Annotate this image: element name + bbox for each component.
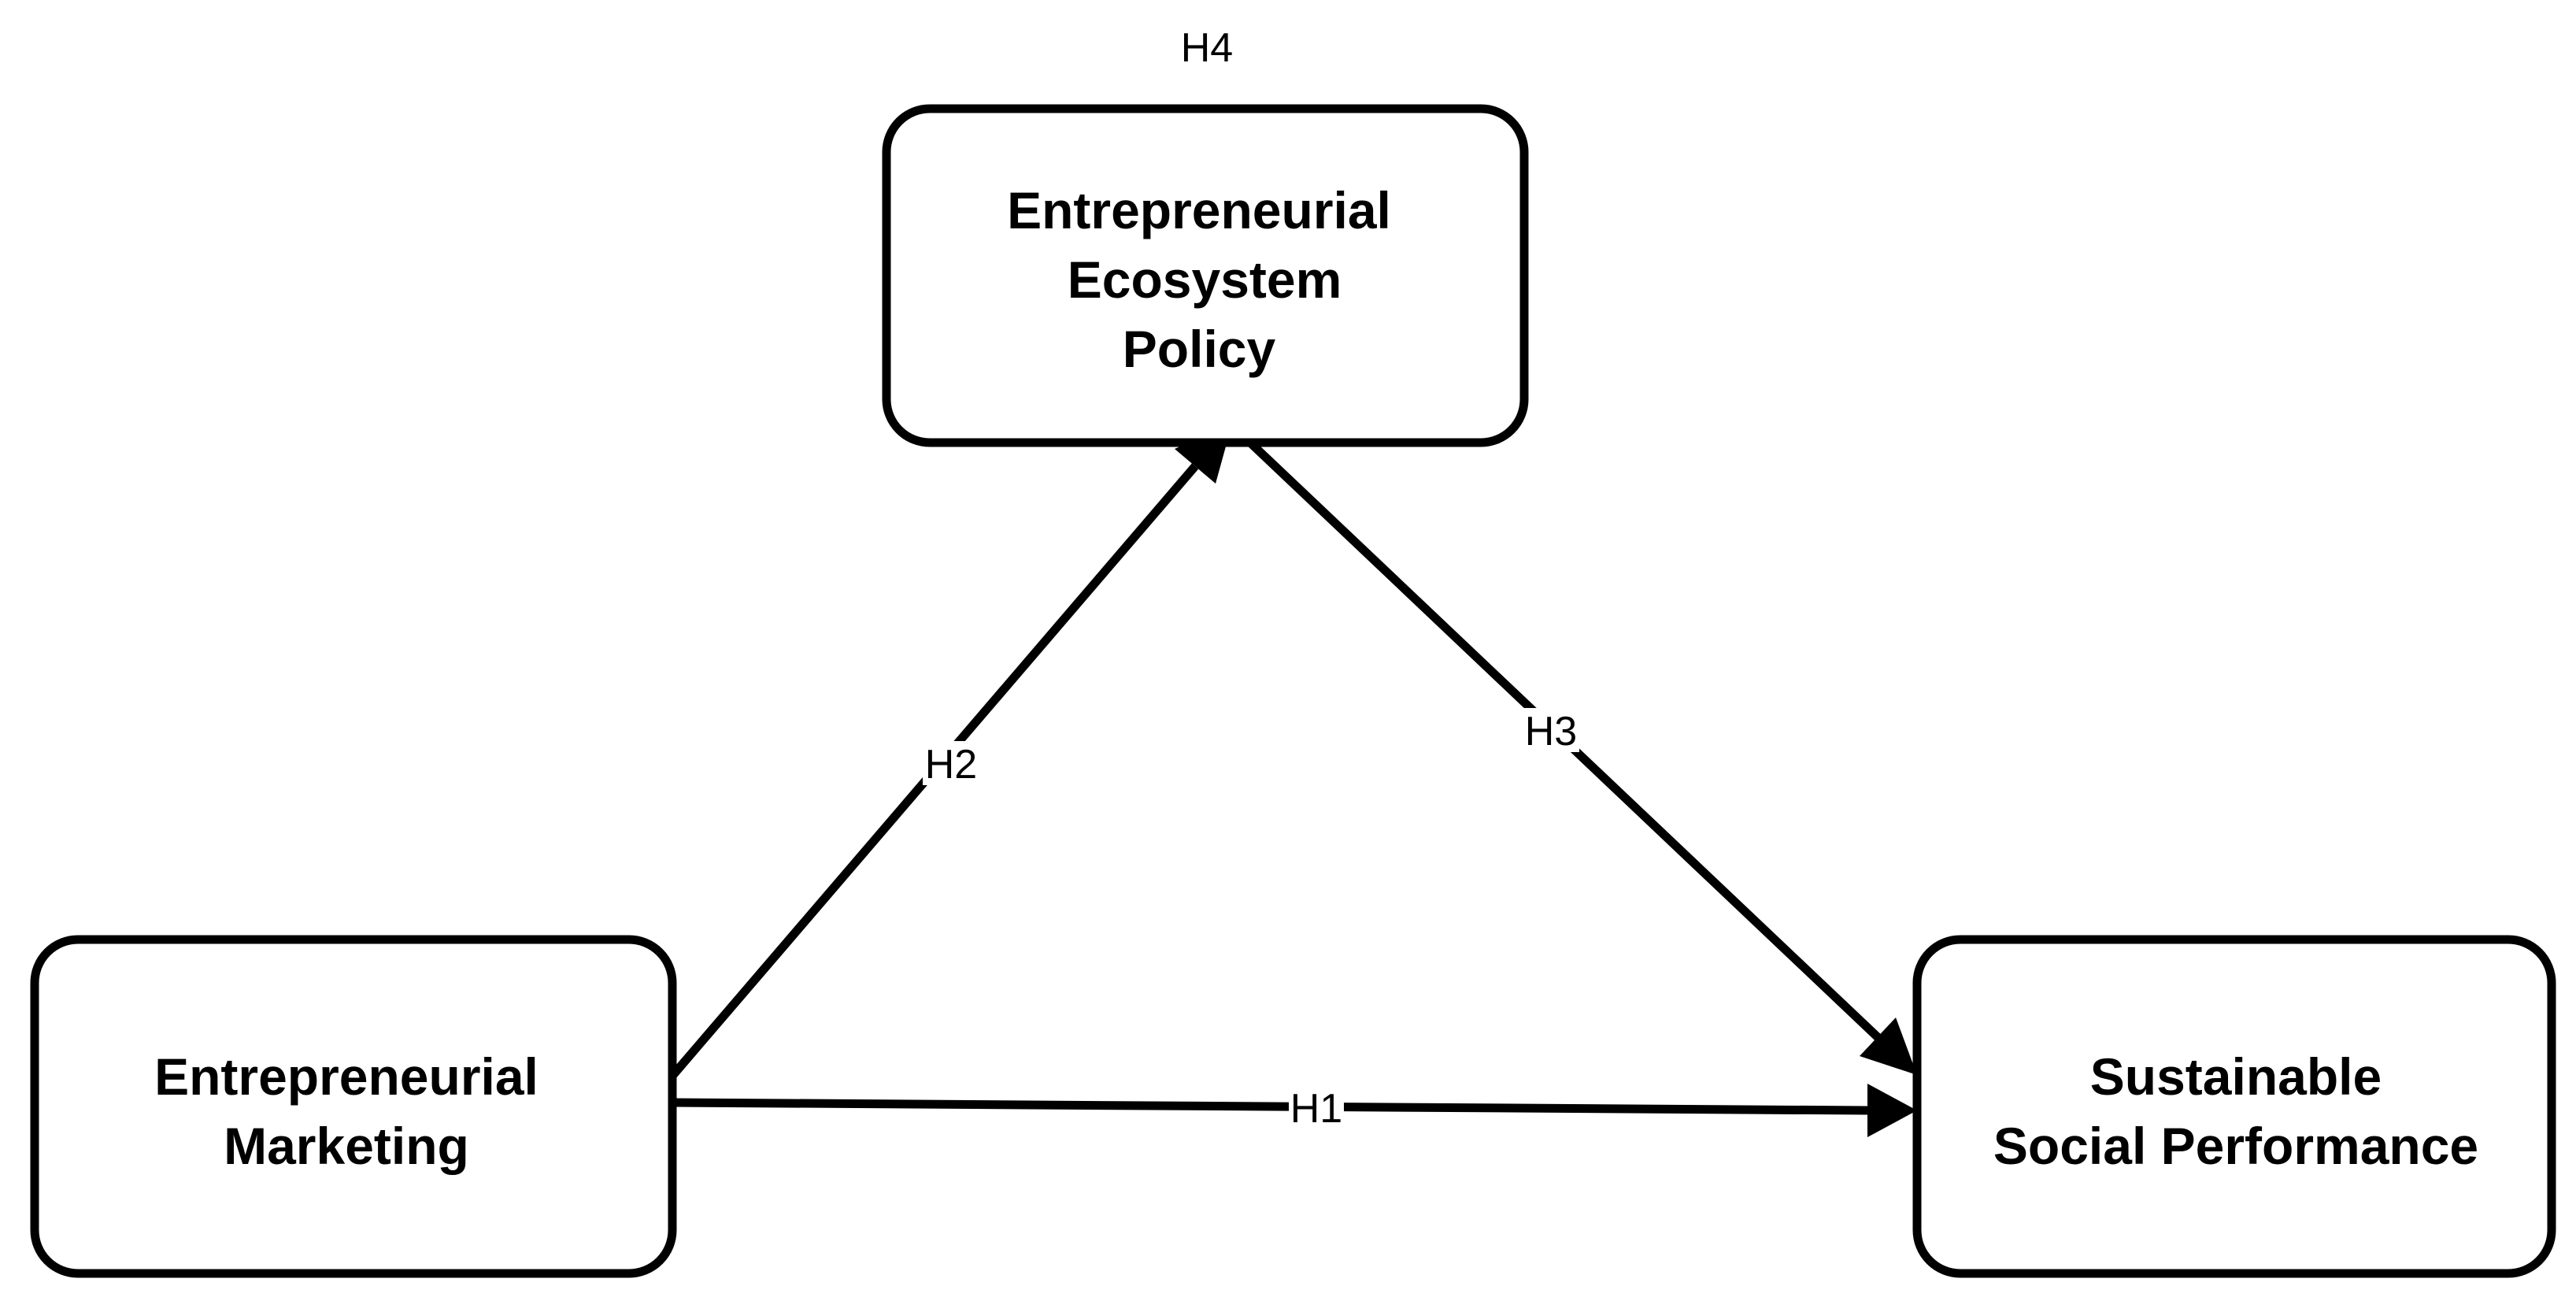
node-performance-label-line-1: Sustainable — [2090, 1047, 2382, 1106]
node-performance-label-line-2: Social Performance — [1993, 1117, 2478, 1175]
edge-h3-arrowhead — [1860, 1017, 1917, 1075]
edge-h3-label: H3 — [1525, 709, 1577, 754]
annotation-h4-label: H4 — [1181, 25, 1233, 71]
edge-h3-label-group: H3 — [1523, 708, 1579, 754]
edge-h2-label-group: H2 — [923, 741, 979, 788]
edge-h1-line — [672, 1098, 1868, 1115]
node-marketing-label-line-2: Marketing — [224, 1117, 469, 1175]
node-ecosystem-label-line-3: Policy — [1123, 320, 1276, 378]
node-marketing-box — [30, 935, 677, 1278]
node-ecosystem-label-line-1: Entrepreneurial — [1007, 181, 1391, 239]
node-sustainable-social-performance: Sustainable Social Performance — [1912, 935, 2556, 1278]
edge-h1 — [672, 1084, 1917, 1137]
node-ecosystem-box — [882, 104, 1529, 447]
node-entrepreneurial-marketing: Entrepreneurial Marketing — [30, 935, 677, 1278]
edge-h2-label: H2 — [925, 742, 977, 788]
edge-h1-label: H1 — [1290, 1086, 1342, 1132]
edge-h1-label-background — [1289, 1087, 1344, 1128]
node-ecosystem-label-line-2: Ecosystem — [1068, 250, 1342, 309]
edge-h1-arrowhead — [1867, 1084, 1917, 1137]
node-entrepreneurial-ecosystem-policy: Entrepreneurial Ecosystem Policy — [882, 104, 1529, 447]
node-marketing-label-line-1: Entrepreneurial — [154, 1047, 539, 1106]
edge-h3-label-background — [1523, 708, 1579, 752]
node-performance-box — [1912, 935, 2556, 1278]
edge-h2-label-background — [923, 741, 979, 785]
edge-h1-label-group: H1 — [1289, 1086, 1344, 1132]
